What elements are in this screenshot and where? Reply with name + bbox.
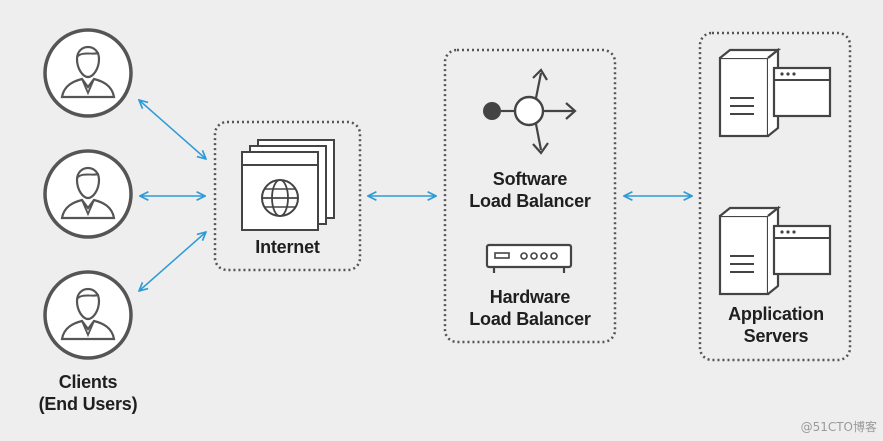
load-balancer-box — [443, 48, 617, 344]
clients-label: Clients (End Users) — [38, 372, 138, 414]
arrow-client3-internet — [139, 232, 206, 291]
globe-window-icon — [241, 139, 335, 231]
client-icon-2 — [43, 149, 133, 239]
server-icon-1 — [718, 48, 832, 138]
hardware-load-balancer-icon — [485, 243, 573, 273]
arrow-client1-internet — [139, 100, 206, 159]
server-icon-2 — [718, 206, 832, 296]
internet-label: Internet — [255, 237, 320, 257]
watermark: @51CTO博客 — [800, 420, 877, 434]
servers-label: Application Servers — [728, 304, 824, 346]
client-icon-1 — [43, 28, 133, 118]
servers-box — [698, 31, 852, 362]
software-load-balancer-icon — [483, 68, 577, 155]
software-load-balancer-label: Software Load Balancer — [469, 169, 591, 211]
hardware-load-balancer-label: Hardware Load Balancer — [469, 287, 591, 329]
client-icon-3 — [43, 270, 133, 360]
internet-box — [213, 120, 362, 272]
